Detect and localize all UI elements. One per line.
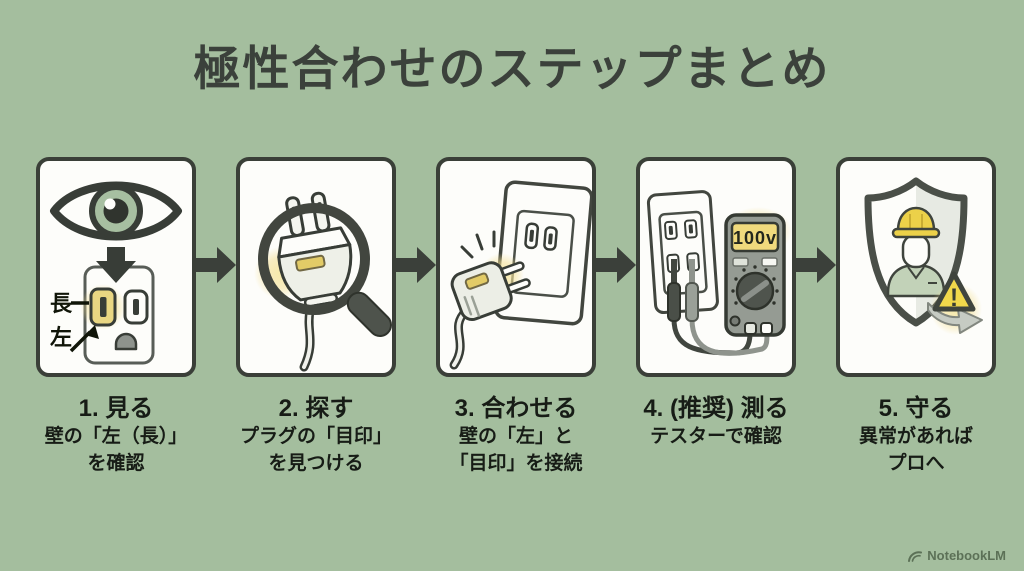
flow-arrow-icon — [796, 247, 836, 283]
step-4-line1: テスターで確認 — [650, 426, 782, 447]
plug-into-wall-outlet-icon — [449, 180, 592, 370]
worker-icon — [886, 206, 946, 298]
watermark-label: NotebookLM — [927, 548, 1006, 563]
hard-hat-icon — [896, 206, 936, 233]
step-3-line2: 「目印」を接続 — [449, 452, 583, 474]
multimeter-testing-outlet-icon: 100v — [646, 190, 792, 356]
step-5-caption: 5. 守る 異常があれば プロへ — [806, 394, 1024, 477]
step-2-line2: を見つける — [268, 452, 364, 474]
step-1-line1: 壁の「左（長）」 — [44, 426, 188, 447]
step-3-heading: 3. 合わせる — [454, 395, 578, 422]
watermark: NotebookLM — [907, 548, 1006, 563]
step-4-heading: 4. (推奨) 測る — [643, 395, 789, 422]
plug-mark — [464, 272, 490, 290]
step-1-caption: 1. 見る 壁の「左（長）」 を確認 — [6, 394, 226, 477]
step-2-card — [236, 157, 396, 377]
step-2-heading: 2. 探す — [278, 395, 354, 422]
flow-arrow-icon — [396, 247, 436, 283]
step-1: 長 左 1. 見る 壁の「左（長）」 を確認 — [36, 157, 196, 477]
step-4-card: 100v — [636, 157, 796, 377]
step-1-card: 長 左 — [36, 157, 196, 377]
eye-and-outlet-icon: 長 左 — [50, 181, 182, 365]
warning-icon: ! — [932, 271, 976, 312]
test-probes-icon — [667, 259, 770, 356]
step-2-caption: 2. 探す プラグの「目印」 を見つける — [206, 394, 426, 477]
step-5-line2: プロへ — [887, 452, 945, 474]
step-3-line1: 壁の「左」と — [458, 426, 573, 447]
step-3-card — [436, 157, 596, 377]
wall-plate-icon — [646, 190, 719, 315]
magnifier-icon — [258, 203, 392, 337]
flow-arrow-icon — [596, 247, 636, 283]
step-2: 2. 探す プラグの「目印」 を見つける — [236, 157, 396, 477]
shield-with-worker-icon: ! — [864, 177, 983, 335]
step-1-heading: 1. 見る — [78, 395, 154, 422]
step-3-caption: 3. 合わせる 壁の「左」と 「目印」を接続 — [406, 394, 626, 477]
plug-icon — [450, 261, 531, 322]
label-long: 長 — [50, 291, 73, 316]
step-5-card: ! — [836, 157, 996, 377]
magnifier-over-plug-icon — [254, 191, 392, 372]
flow-arrow-icon — [196, 247, 236, 283]
plug-mark — [295, 254, 326, 272]
step-4: 100v — [636, 157, 796, 451]
step-5-heading: 5. 守る — [878, 395, 954, 422]
label-left: 左 — [50, 325, 72, 350]
step-5: ! 5. 守る 異常があれば プロへ — [836, 157, 996, 477]
page-title: 極性合わせのステップまとめ — [193, 42, 831, 95]
down-arrow-icon — [96, 247, 136, 283]
warning-mark: ! — [950, 284, 958, 312]
step-4-caption: 4. (推奨) 測る テスターで確認 — [606, 394, 826, 451]
notebooklm-logo-icon — [908, 551, 923, 562]
step-2-line1: プラグの「目印」 — [239, 426, 392, 447]
step-3: 3. 合わせる 壁の「左」と 「目印」を接続 — [436, 157, 596, 477]
escalate-arrow-icon — [927, 302, 983, 334]
step-flow: 長 左 1. 見る 壁の「左（長）」 を確認 — [0, 157, 1024, 477]
step-1-line2: を確認 — [87, 452, 145, 474]
wall-outlet-icon — [80, 265, 155, 365]
step-5-line1: 異常があれば — [858, 426, 973, 447]
multimeter-icon: 100v — [724, 213, 786, 337]
eye-icon — [50, 181, 182, 241]
sparkle-lines-icon — [460, 230, 496, 259]
meter-reading: 100v — [733, 228, 777, 248]
